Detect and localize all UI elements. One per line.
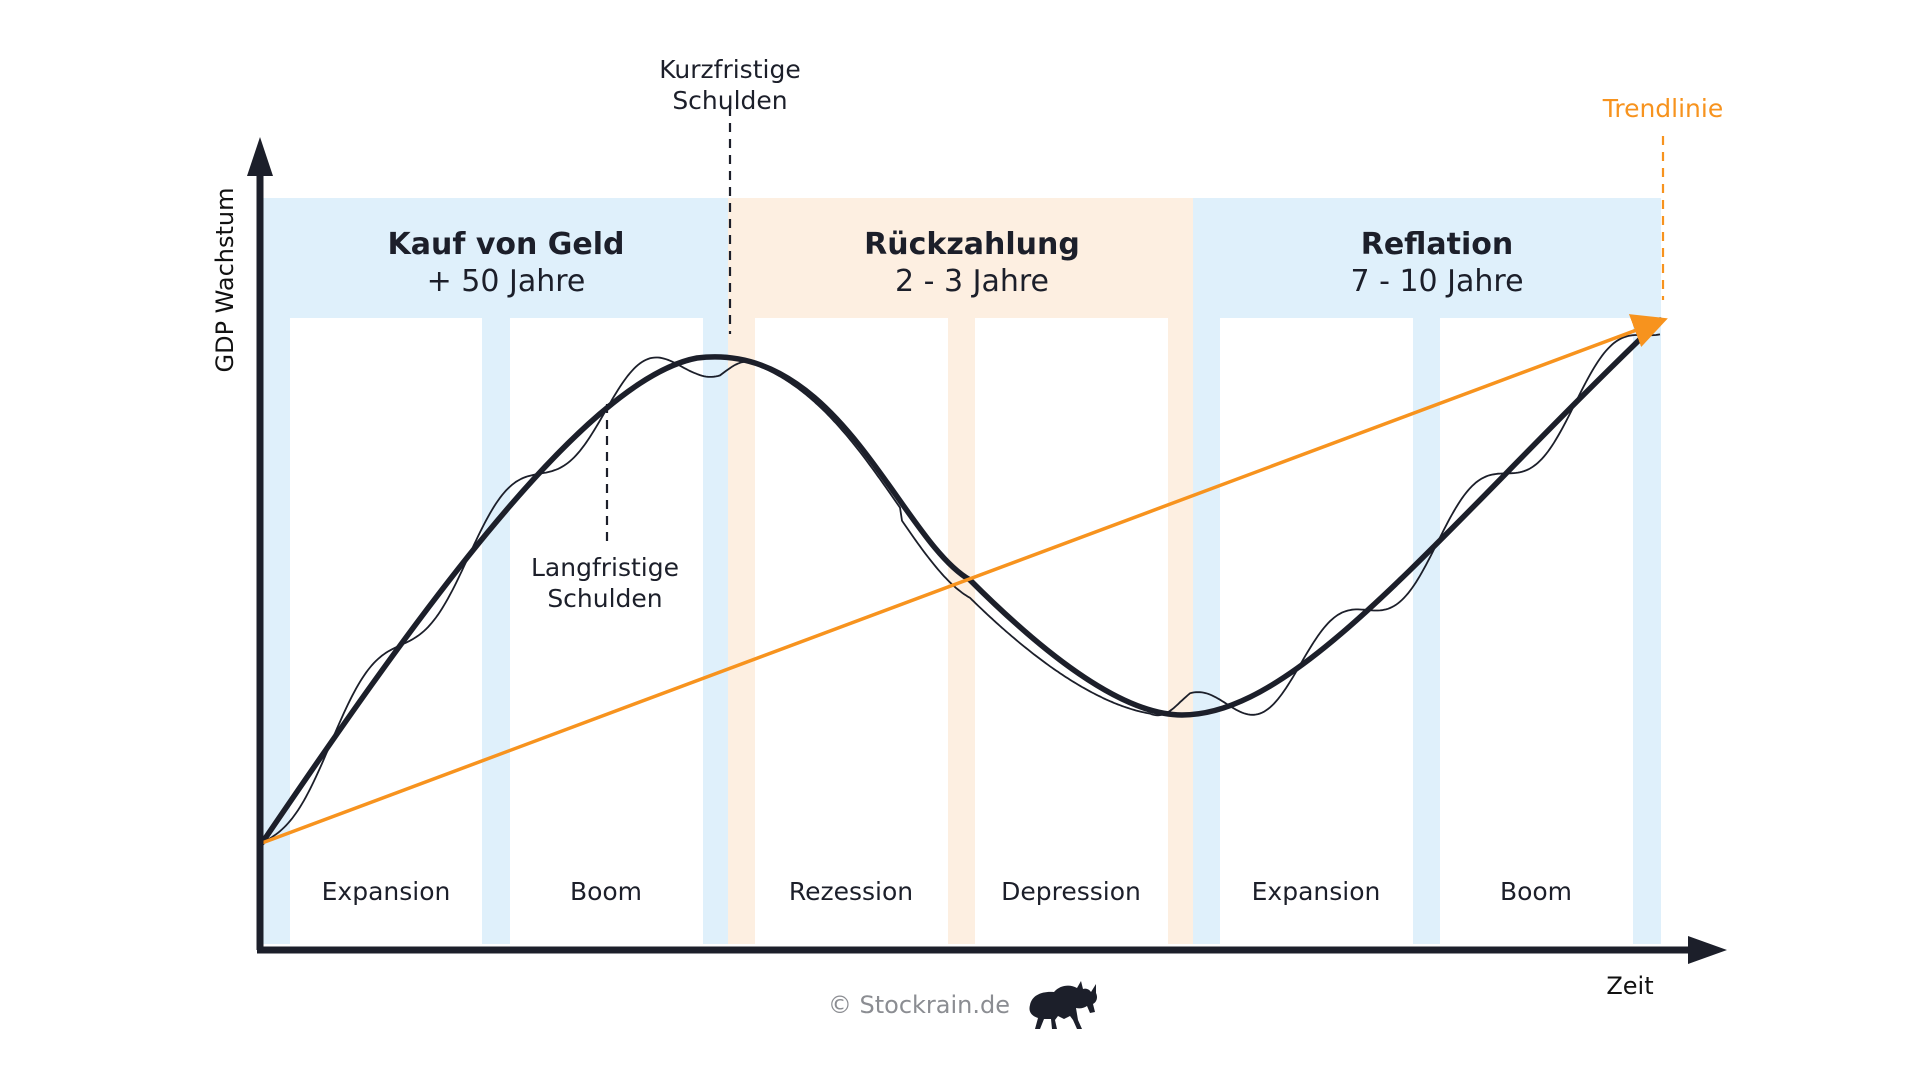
long-term-debt-label-line1: Langfristige (531, 553, 679, 582)
x-axis-label: Zeit (1606, 972, 1653, 1000)
period-title-repayment: Rückzahlung (864, 227, 1080, 262)
panel-depression (975, 318, 1168, 944)
period-title-buy-money: Kauf von Geld (387, 227, 624, 262)
short-term-debt-cycle-line (261, 333, 1661, 844)
trend-line (261, 314, 1668, 845)
watermark-text: © Stockrain.de (828, 991, 1010, 1019)
x-axis-arrowhead (1688, 936, 1727, 964)
trendline-label: Trendlinie (1602, 94, 1723, 123)
period-duration-reflation: 7 - 10 Jahre (1350, 264, 1523, 299)
phase-label-depression: Depression (1001, 877, 1141, 906)
period-duration-buy-money: + 50 Jahre (427, 264, 586, 299)
short-term-debt-label-line1: Kurzfristige (659, 55, 800, 84)
long-term-debt-label-line2: Schulden (547, 584, 662, 613)
panel-expansion-2 (1220, 318, 1413, 944)
long-term-debt-cycle-curve (259, 317, 1663, 846)
phase-label-expansion-2: Expansion (1252, 877, 1381, 906)
phase-label-boom-2: Boom (1500, 877, 1572, 906)
panel-expansion-1 (290, 318, 482, 944)
phase-panels (290, 318, 1633, 944)
y-axis-label: GDP Wachstum (211, 188, 239, 373)
y-axis-arrowhead (247, 137, 273, 176)
period-titles: Kauf von Geld + 50 Jahre Rückzahlung 2 -… (387, 227, 1523, 299)
panel-boom-2 (1440, 318, 1633, 944)
phase-label-boom-1: Boom (570, 877, 642, 906)
panel-rezession (755, 318, 948, 944)
bull-logo-icon (1029, 981, 1097, 1029)
phase-label-rezession: Rezession (789, 877, 913, 906)
period-duration-repayment: 2 - 3 Jahre (895, 264, 1049, 299)
short-term-debt-label-line2: Schulden (672, 86, 787, 115)
period-title-reflation: Reflation (1361, 227, 1514, 262)
phase-label-expansion-1: Expansion (322, 877, 451, 906)
phase-labels: Expansion Boom Rezession Depression Expa… (322, 877, 1572, 906)
axes (247, 137, 1727, 964)
